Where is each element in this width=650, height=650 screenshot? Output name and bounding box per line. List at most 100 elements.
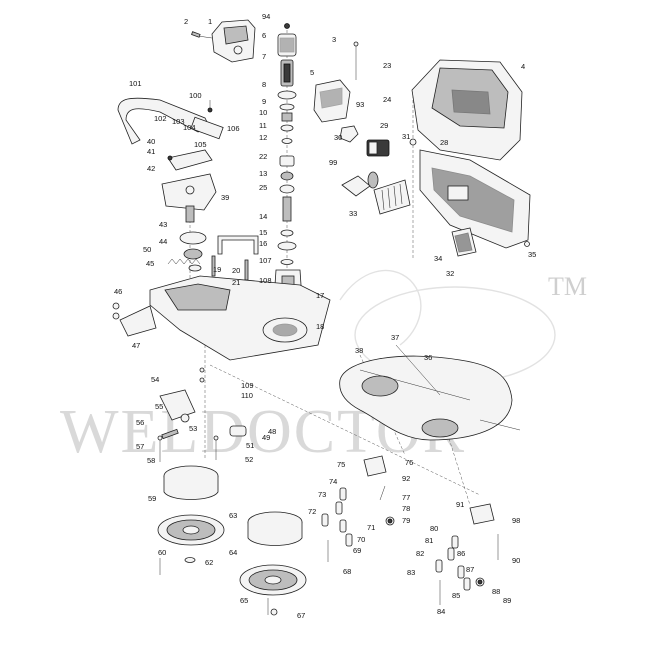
callout-40: 40 [147, 137, 155, 146]
callout-15: 15 [259, 228, 267, 237]
callout-57: 57 [136, 442, 144, 451]
callout-43: 43 [159, 220, 167, 229]
callout-29: 29 [380, 121, 388, 130]
callout-88: 88 [492, 587, 500, 596]
spring-assembly [167, 231, 259, 281]
gear-cover [313, 41, 359, 123]
callout-93: 93 [356, 100, 364, 109]
callout-102: 102 [154, 114, 167, 123]
callout-3: 3 [332, 35, 336, 44]
motor-armature-stack [273, 23, 303, 324]
callout-89: 89 [503, 596, 511, 605]
callout-76: 76 [405, 458, 413, 467]
callout-73: 73 [318, 490, 326, 499]
callout-20: 20 [232, 266, 240, 275]
callout-2: 2 [184, 17, 188, 26]
callout-105: 105 [194, 140, 207, 149]
callout-77: 77 [402, 493, 410, 502]
callout-68: 68 [343, 567, 351, 576]
callout-83: 83 [407, 568, 415, 577]
callout-106: 106 [227, 124, 240, 133]
callout-49: 49 [262, 433, 270, 442]
callout-18: 18 [316, 322, 324, 331]
callout-1: 1 [208, 17, 212, 26]
callout-104: 104 [183, 123, 196, 132]
callout-60: 60 [158, 548, 166, 557]
callout-42: 42 [147, 164, 155, 173]
blade-guide-left [321, 455, 395, 562]
callout-12: 12 [259, 133, 267, 142]
callout-71: 71 [367, 523, 375, 532]
blade-guard [339, 344, 521, 441]
callout-62: 62 [205, 558, 213, 567]
callout-67: 67 [297, 611, 305, 620]
callout-24: 24 [383, 95, 391, 104]
callout-52: 52 [245, 455, 253, 464]
callout-82: 82 [416, 549, 424, 558]
driven-wheel [239, 511, 307, 616]
main-housing [411, 59, 531, 249]
drive-wheel [157, 465, 225, 575]
callout-19: 19 [213, 265, 221, 274]
callout-39: 39 [221, 193, 229, 202]
callout-50: 50 [143, 245, 151, 254]
callout-35: 35 [528, 250, 536, 259]
callout-17: 17 [316, 291, 324, 300]
callout-94: 94 [262, 12, 270, 21]
callout-58: 58 [147, 456, 155, 465]
callout-21: 21 [232, 278, 240, 287]
callout-7: 7 [262, 52, 266, 61]
callout-92: 92 [402, 474, 410, 483]
callout-53: 53 [189, 424, 197, 433]
callout-45: 45 [146, 259, 154, 268]
callout-86: 86 [457, 549, 465, 558]
callout-78: 78 [402, 504, 410, 513]
callout-85: 85 [452, 591, 460, 600]
callout-47: 47 [132, 341, 140, 350]
callout-28: 28 [440, 138, 448, 147]
watermark-trademark: TM [548, 272, 587, 301]
callout-41: 41 [147, 147, 155, 156]
callout-69: 69 [353, 546, 361, 555]
callout-13: 13 [259, 169, 267, 178]
callout-48: 48 [268, 427, 276, 436]
callout-9: 9 [262, 97, 266, 106]
callout-37: 37 [391, 333, 399, 342]
callout-6: 6 [262, 31, 266, 40]
callout-103: 103 [172, 117, 185, 126]
callout-38: 38 [355, 346, 363, 355]
callout-75: 75 [337, 460, 345, 469]
callout-87: 87 [466, 565, 474, 574]
callout-23: 23 [383, 61, 391, 70]
callout-46: 46 [114, 287, 122, 296]
callout-98: 98 [512, 516, 520, 525]
callout-30: 30 [334, 133, 342, 142]
callout-34: 34 [434, 254, 442, 263]
callout-8: 8 [262, 80, 266, 89]
callout-31: 31 [402, 132, 410, 141]
callout-81: 81 [425, 536, 433, 545]
callout-107: 107 [259, 256, 272, 265]
callout-51: 51 [246, 441, 254, 450]
callout-108: 108 [259, 276, 272, 285]
callout-110: 110 [241, 391, 253, 400]
callout-70: 70 [357, 535, 365, 544]
callout-80: 80 [430, 524, 438, 533]
callout-4: 4 [521, 62, 525, 71]
callout-59: 59 [148, 494, 156, 503]
blade-guide-right [435, 503, 499, 605]
callout-22: 22 [259, 152, 267, 161]
callout-16: 16 [259, 239, 267, 248]
callout-5: 5 [310, 68, 314, 77]
callout-74: 74 [329, 477, 337, 486]
callout-79: 79 [402, 516, 410, 525]
callout-90: 90 [512, 556, 520, 565]
frame [112, 275, 331, 383]
battery-terminal [451, 227, 530, 257]
callout-10: 10 [259, 108, 267, 117]
callout-55: 55 [155, 402, 163, 411]
callout-72: 72 [308, 507, 316, 516]
